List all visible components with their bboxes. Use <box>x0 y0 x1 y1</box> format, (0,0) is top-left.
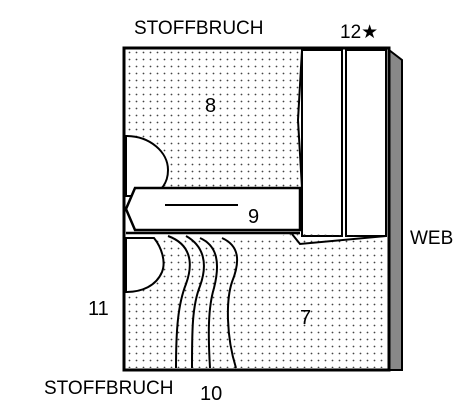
piece-10-curve-c <box>199 237 218 369</box>
piece-10-curve-d <box>221 237 239 369</box>
label-piece-10: 10 <box>200 383 222 405</box>
piece-7 <box>229 234 386 368</box>
label-fold-bottom: STOFFBRUCH <box>44 378 173 399</box>
piece-10-curve-b <box>185 235 205 369</box>
label-piece-12: 12★ <box>340 22 378 43</box>
label-selvage: WEB <box>410 228 453 249</box>
label-fold-top: STOFFBRUCH <box>134 18 263 39</box>
piece-12-strip-a <box>301 49 343 237</box>
piece-8 <box>126 50 302 188</box>
piece-7-top-edge <box>291 233 387 246</box>
piece-9 <box>124 186 302 232</box>
label-piece-11: 11 <box>88 298 109 320</box>
label-piece-9: 9 <box>248 206 259 228</box>
label-piece-7: 7 <box>300 307 311 329</box>
selvage-strip <box>388 47 403 371</box>
piece-10-curve-a <box>167 235 191 369</box>
piece-8-edge <box>296 49 303 189</box>
half-circle-lower <box>125 237 165 294</box>
label-piece-8: 8 <box>205 95 216 117</box>
piece-12-strip-b <box>345 49 387 237</box>
